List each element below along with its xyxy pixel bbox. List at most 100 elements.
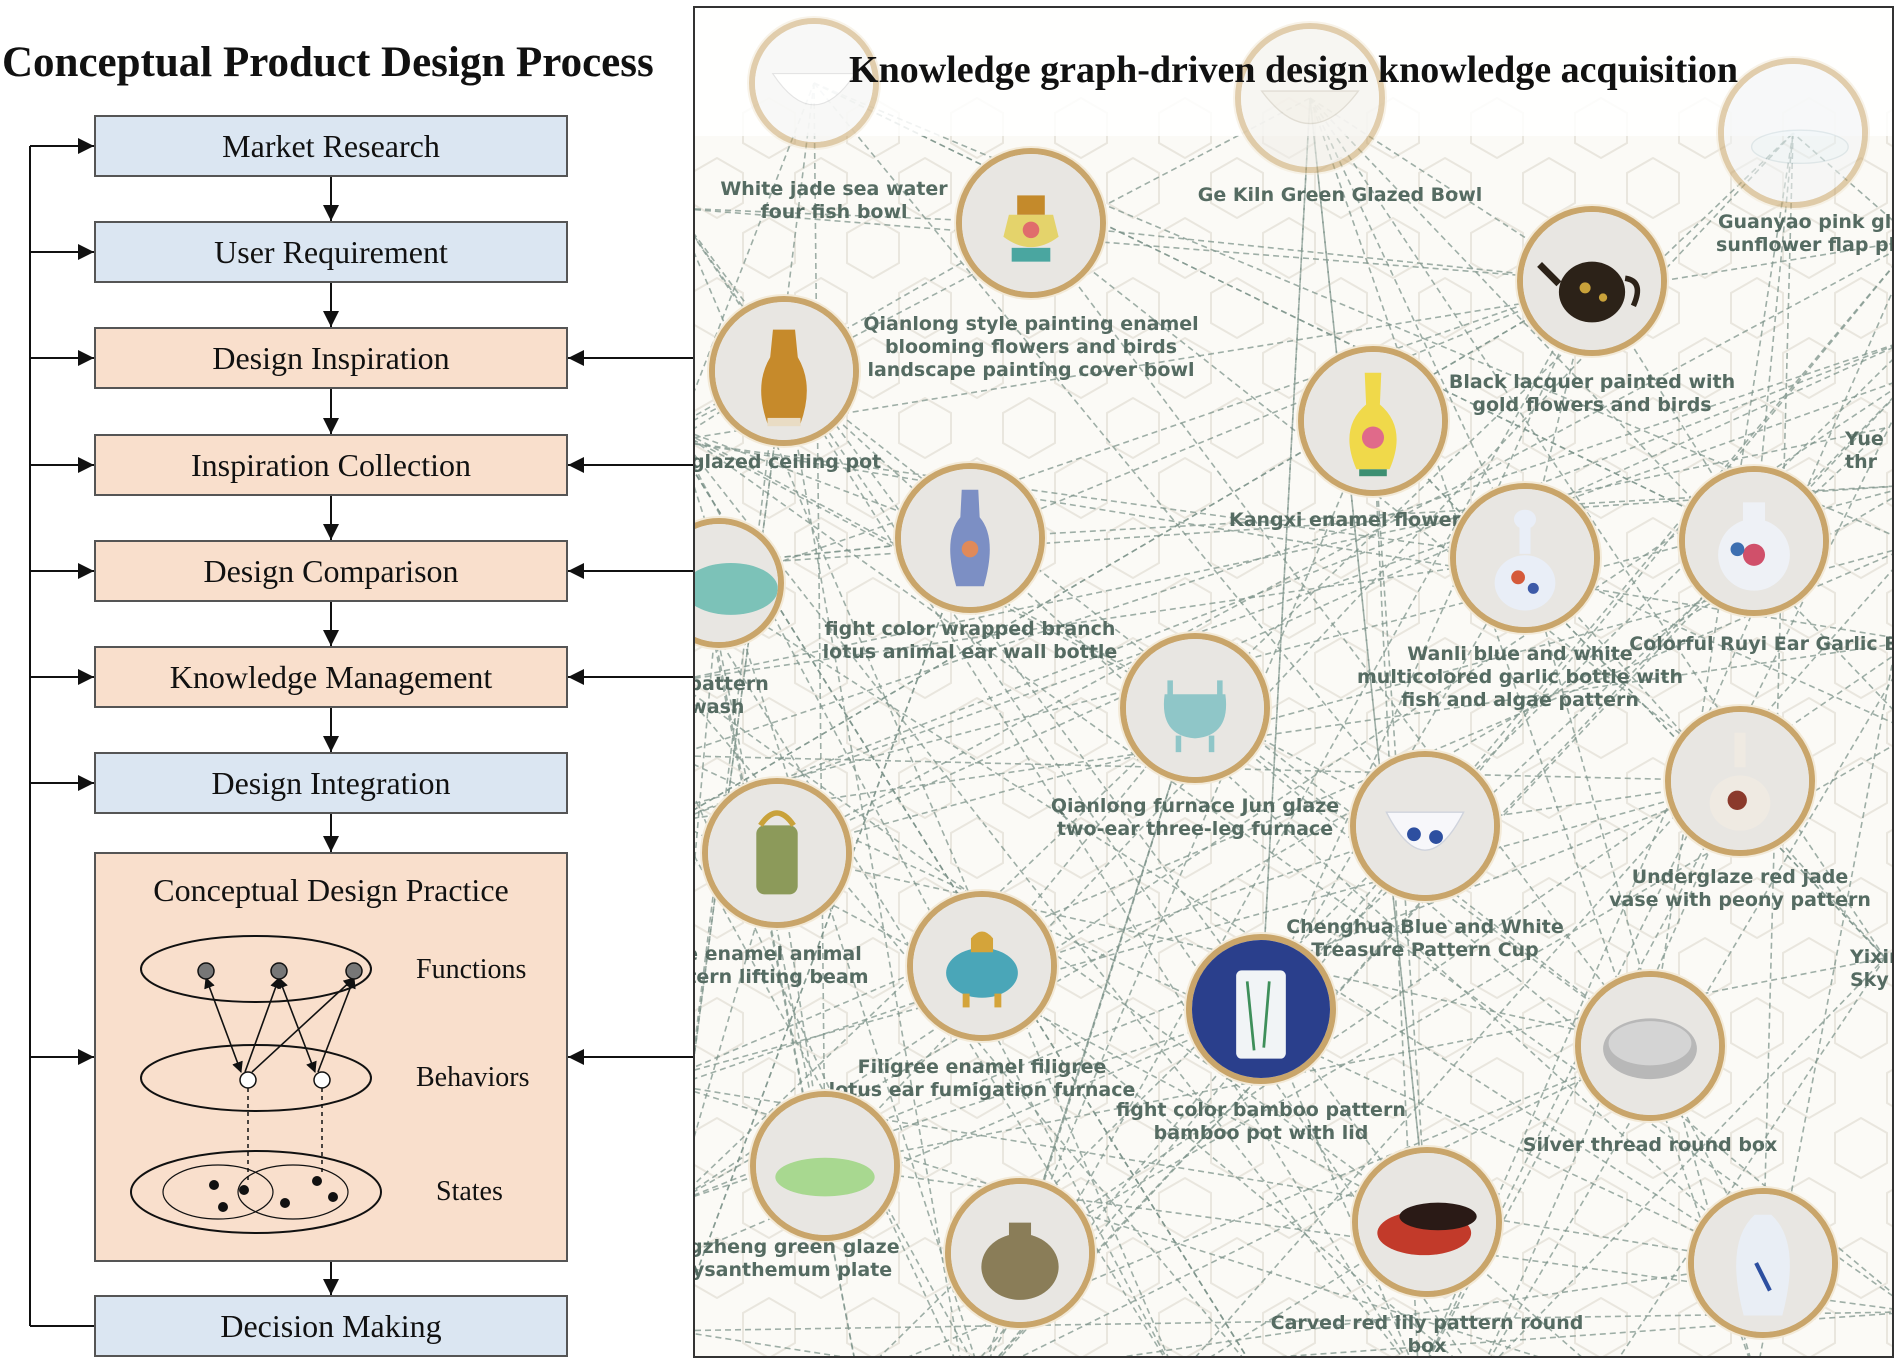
kg-node[interactable] (1350, 751, 1500, 901)
kg-edge (1498, 957, 1886, 1356)
function-node (345, 962, 363, 980)
step-inspiration-collection[interactable]: Inspiration Collection (94, 434, 568, 496)
behavior-node (313, 1071, 331, 1089)
kg-node[interactable] (750, 1091, 900, 1241)
functions-label: Functions (416, 954, 526, 985)
kg-edge (1309, 97, 1892, 710)
knowledge-graph-title: Knowledge graph-driven design knowledge … (849, 49, 1738, 91)
kg-edge (695, 427, 1886, 678)
step-decision-making[interactable]: Decision Making (94, 1295, 568, 1357)
kg-node-label: Filigree enamel filigree lotus ear fumig… (828, 1056, 1136, 1101)
ruyi-vase-icon (1685, 472, 1823, 610)
kg-node[interactable] (956, 148, 1106, 298)
kg-edge (1619, 957, 1886, 1356)
step-knowledge-management[interactable]: Knowledge Management (94, 646, 568, 708)
kg-node[interactable] (1450, 483, 1600, 633)
kg-node[interactable] (1352, 1147, 1502, 1297)
state-node (239, 1185, 249, 1195)
function-node (197, 962, 215, 980)
kg-edge (1210, 1221, 1428, 1356)
kg-node[interactable] (749, 18, 879, 148)
kg-edge (1260, 1008, 1411, 1356)
kg-node[interactable] (709, 296, 859, 446)
kg-edge (695, 497, 1892, 1192)
kg-edge (1195, 569, 1892, 1356)
silver-box-icon (1581, 977, 1719, 1115)
kg-node[interactable] (1120, 633, 1270, 783)
kg-node-label: vig pattern t wash (693, 673, 769, 718)
kg-edge (695, 521, 826, 1167)
kg-edge (1524, 280, 1593, 559)
kg-node-label: Black lacquer painted with gold flowers … (1448, 371, 1736, 416)
kg-node[interactable] (895, 463, 1045, 613)
step-market-research[interactable]: Market Research (94, 115, 568, 177)
teapot-icon (1523, 212, 1661, 350)
kg-edge (695, 344, 1892, 750)
kg-node-label: w glazed ceiling pot (693, 451, 882, 473)
garlic-bottle-icon (1456, 489, 1594, 627)
kg-node[interactable] (1665, 706, 1815, 856)
step-design-integration[interactable]: Design Integration (94, 752, 568, 814)
kg-edge (695, 345, 1892, 815)
kg-node[interactable] (1235, 23, 1385, 173)
kg-edge (969, 485, 1892, 539)
kg-node-label: Qianlong furnace Jun glaze two-ear three… (1050, 795, 1340, 840)
kg-edge (1019, 420, 1374, 1254)
kg-node-label: Qianlong style painting enamel blooming … (863, 313, 1199, 381)
red-box-icon (1358, 1153, 1496, 1291)
kg-edge (695, 389, 1892, 1191)
kg-edge (1309, 97, 1526, 559)
kg-edge (695, 1333, 843, 1356)
kg-edge (813, 82, 1426, 827)
states-ellipse (130, 1150, 382, 1234)
step-design-comparison[interactable]: Design Comparison (94, 540, 568, 602)
kg-edge (695, 440, 1892, 1297)
kg-edge (695, 280, 1593, 811)
kg-node[interactable] (907, 891, 1057, 1041)
kg-edge (1762, 132, 1794, 1264)
kg-edge (998, 266, 1892, 1356)
kg-node[interactable] (1718, 58, 1868, 208)
kg-edge (1490, 678, 1892, 1356)
kg-edge (1260, 280, 1593, 1010)
kg-node-label: fight color bamboo pattern bamboo pot wi… (1116, 1099, 1406, 1144)
white-bowl-icon (755, 24, 873, 142)
kg-edge (695, 454, 1403, 1356)
kg-edge (1260, 97, 1311, 1010)
kg-node[interactable] (1688, 1188, 1838, 1338)
kg-node[interactable] (945, 1178, 1095, 1328)
enamel-cover-bowl-icon (962, 154, 1100, 292)
fbs-model-diagram: Functions Behaviors States (130, 935, 530, 1234)
kg-edge (776, 852, 1651, 1047)
states-subset-right (237, 1164, 349, 1220)
behaviors-label: Behaviors (416, 1062, 530, 1093)
kg-node-label: ee enamel animal attern lifting beam (695, 943, 869, 988)
kg-edge (695, 582, 720, 867)
kg-edge (1428, 419, 1892, 1356)
kg-node-label: Yongzheng green glaze chrysanthemum plat… (693, 1236, 900, 1281)
kg-node[interactable] (702, 778, 852, 928)
kg-node[interactable] (1517, 206, 1667, 356)
kg-edge (1122, 1262, 1764, 1356)
kg-node-label: Guanyao pink glaze sunflower flap plate (1716, 211, 1894, 256)
brush-washer-icon (695, 524, 778, 642)
states-subset-left (162, 1164, 274, 1220)
blue-cup-icon (1356, 757, 1494, 895)
jar-icon (951, 1184, 1089, 1322)
crackle-bowl-icon (1241, 29, 1379, 167)
kg-node[interactable] (1298, 346, 1448, 496)
step-user-requirement[interactable]: User Requirement (94, 221, 568, 283)
kg-node[interactable] (1679, 466, 1829, 616)
kg-node-label: Ge Kiln Green Glazed Bowl (1197, 184, 1483, 206)
yellow-ewer-icon (715, 302, 853, 440)
kg-edge (695, 780, 1741, 1071)
step-design-inspiration[interactable]: Design Inspiration (94, 327, 568, 389)
kg-node[interactable] (1186, 934, 1336, 1084)
conceptual-design-practice-box[interactable]: Conceptual Design Practice (94, 852, 568, 1262)
kg-node[interactable] (695, 518, 784, 648)
kg-node[interactable] (1575, 971, 1725, 1121)
kg-edge (695, 553, 1892, 1068)
kg-node-label: Chenghua Blue and White Treasure Pattern… (1286, 916, 1564, 961)
